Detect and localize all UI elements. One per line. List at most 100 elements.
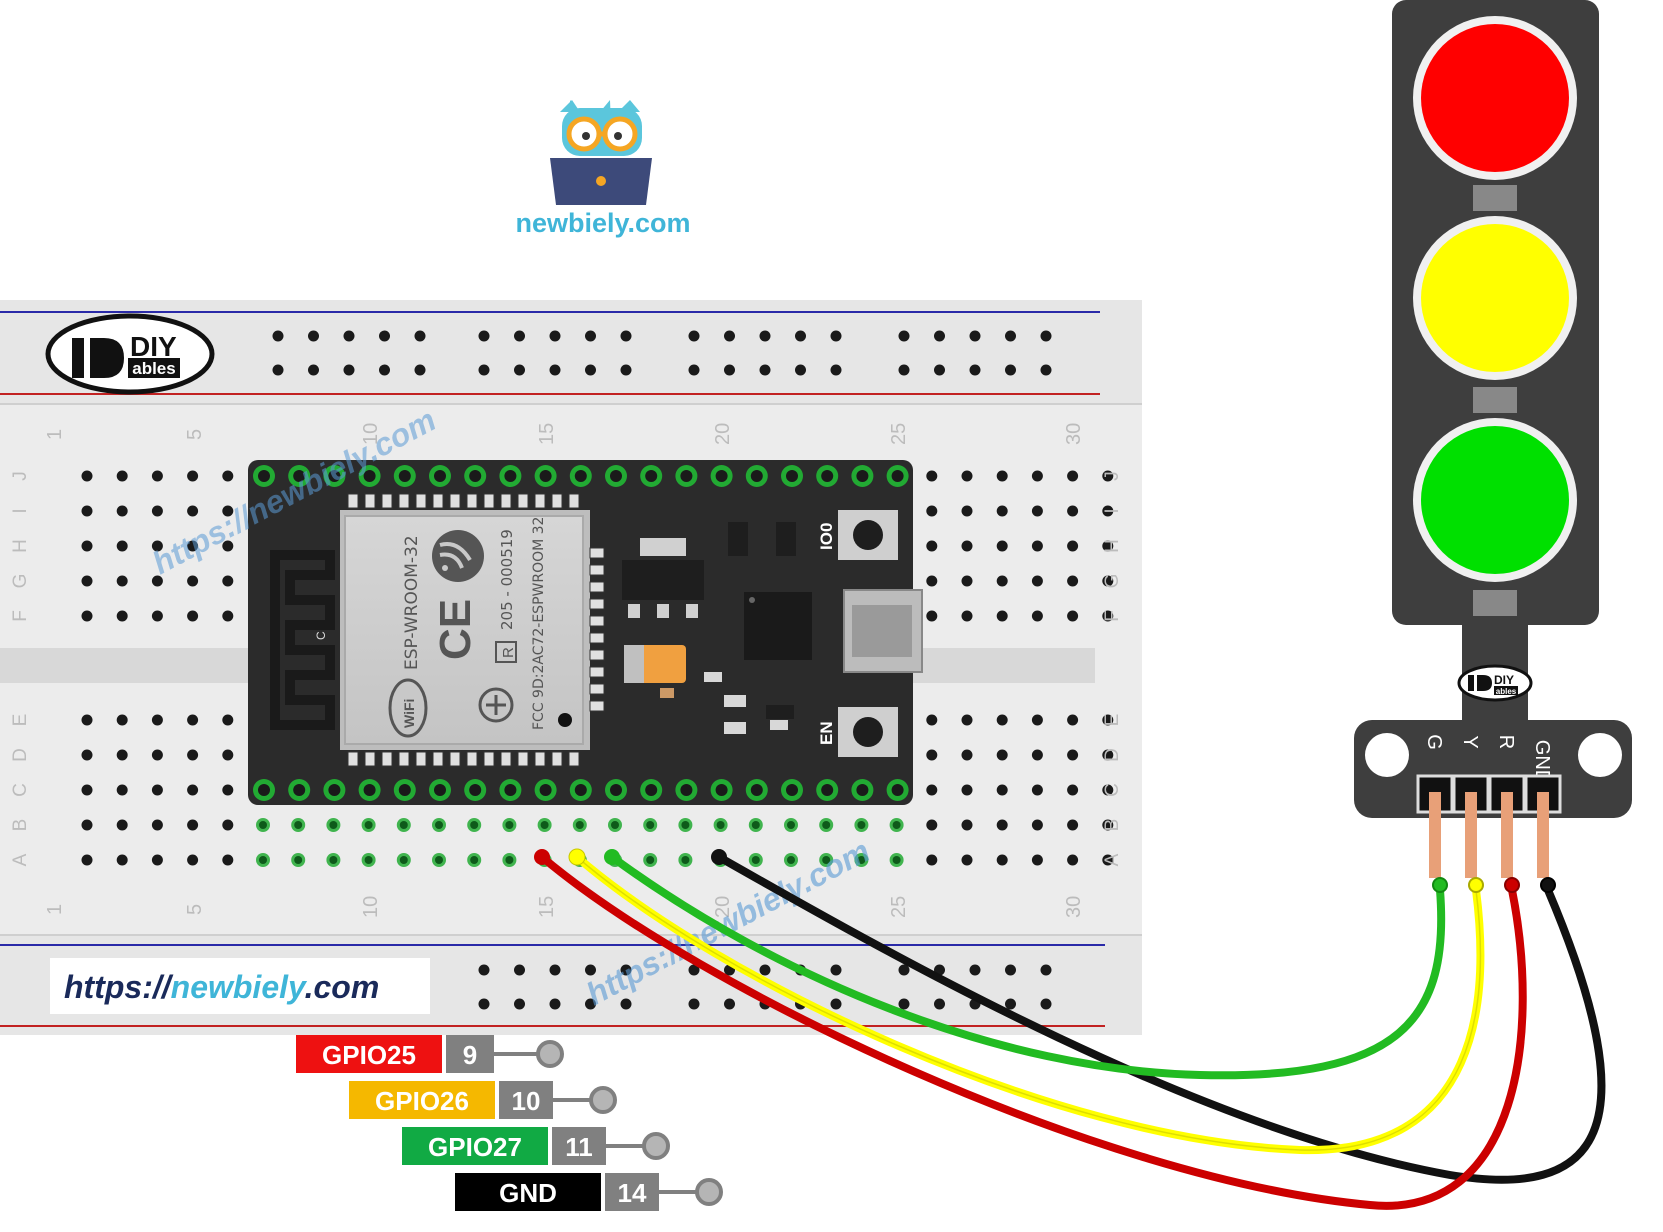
module-pad (568, 493, 580, 509)
module-pad (500, 751, 512, 767)
rail-hole (795, 330, 806, 342)
breadboard-hole (926, 505, 938, 517)
row-letter-h-left: H (10, 539, 31, 553)
rail-hole (1040, 964, 1052, 976)
breadboard-hole (81, 714, 93, 726)
rail-hole (934, 364, 945, 376)
io0-label: IO0 (817, 523, 836, 550)
breadboard-hole (1031, 575, 1043, 587)
module-pads (347, 493, 605, 767)
wroom-module: ESP-WROOM-32 205 - 000519 FCC 9D:2AC72-E… (340, 510, 590, 750)
esp32-pin-hole (293, 784, 306, 796)
breadboard-hole (1067, 575, 1079, 587)
rail-hole (514, 364, 525, 376)
breadboard-hole (116, 749, 128, 761)
esp32-pin-hole (398, 784, 411, 796)
rail-hole (688, 964, 700, 976)
rail-hole (414, 330, 426, 342)
esp32-pin-hole (469, 784, 482, 796)
module-pad (398, 493, 410, 509)
owl-icon (550, 100, 652, 205)
rail-hole (969, 364, 981, 376)
breadboard-hole (961, 610, 973, 622)
breadboard-hole (151, 540, 163, 552)
breadboard-hole (1102, 610, 1114, 622)
breadboard-hole (81, 749, 93, 761)
rail-hole (759, 330, 771, 342)
breadboard-hole (961, 505, 973, 517)
esp32-pin-hole (856, 784, 869, 796)
breadboard-hole (1102, 784, 1114, 796)
wifi-logo-icon: WiFi (388, 678, 428, 738)
rail-hole (585, 330, 596, 342)
col-number-30-bottom: 30 (1063, 896, 1085, 918)
esp32-pin-hole (680, 470, 693, 482)
rail-hole (1040, 998, 1052, 1010)
rail-hole (934, 998, 945, 1010)
breadboard-hole (857, 856, 866, 864)
breadboard-hole (116, 610, 128, 622)
module-pad (466, 751, 478, 767)
module-pad (432, 493, 444, 509)
row-letter-j-right: J (1102, 471, 1123, 481)
rail-hole (724, 364, 735, 376)
breadboard-hole (187, 714, 199, 726)
breadboard-hole (151, 610, 163, 622)
module-pad (483, 751, 495, 767)
esp32-pin-hole (786, 470, 798, 482)
rail-hole (830, 964, 842, 976)
rail-hole (585, 364, 596, 376)
breadboard-hole (399, 821, 408, 829)
row-letter-a-right: A (1102, 853, 1123, 866)
breadboard-hole (151, 575, 163, 587)
breadboard-labels: 1 5 10 15 20 25 30 1 5 10 15 20 25 30 J … (10, 423, 1123, 918)
breadboard-hole (961, 714, 973, 726)
breadboard-hole (151, 505, 163, 517)
rail-hole (620, 964, 632, 976)
breadboard-hole (151, 714, 163, 726)
legend-gpio-label-2: GPIO27 (428, 1132, 522, 1162)
esp32-pin-hole (504, 784, 517, 796)
esp32-pin-hole (539, 470, 552, 482)
row-letter-j-left: J (10, 471, 31, 481)
rail-hole (549, 330, 561, 342)
module-pad (500, 493, 512, 509)
breadboard-hole (681, 856, 690, 864)
breadboard-hole (1031, 505, 1043, 517)
esp32-pin-hole (258, 784, 270, 796)
esp32-pin-hole (574, 784, 587, 796)
io0-button[interactable] (838, 510, 898, 560)
legend-pin-dot-2 (642, 1132, 670, 1160)
watermark-url-box: https://newbiely.com (50, 958, 430, 1014)
esp32-pin-hole (821, 470, 834, 482)
legend-pin-dot-1 (589, 1086, 617, 1114)
esp32-pin-hole (891, 784, 904, 796)
rail-hole (1040, 364, 1052, 376)
breadboard-hole (222, 610, 234, 622)
rail-hole (514, 964, 525, 976)
esp32-pin-hole (434, 470, 446, 482)
breadboard-hole (222, 749, 234, 761)
pin-label-y: Y (1459, 735, 1481, 748)
rail-hole (478, 998, 490, 1010)
breadboard-hole (1102, 540, 1114, 552)
row-letter-g-left: G (10, 574, 31, 589)
breadboard-hole (1031, 470, 1043, 482)
esp32-pin-hole (891, 470, 904, 482)
breadboard-hole (151, 784, 163, 796)
en-button[interactable] (838, 707, 898, 757)
rail-hole (1005, 998, 1016, 1010)
breadboard-hole (926, 854, 938, 866)
breadboard-hole (996, 505, 1008, 517)
esp32-pin-hole (610, 470, 622, 482)
legend-gpio-label-0: GPIO25 (322, 1040, 416, 1070)
legend-gpio-label-3: GND (499, 1178, 557, 1208)
svg-text:https://newbiely.com: https://newbiely.com (64, 969, 379, 1005)
rail-hole (549, 364, 561, 376)
pin-label-g: G (1423, 734, 1445, 750)
esp32-pin-hole (363, 784, 376, 796)
esp32-pin-hole (645, 784, 658, 796)
breadboard-hole (575, 821, 584, 829)
esp32-pin-hole (750, 784, 763, 796)
module-pad (568, 751, 580, 767)
